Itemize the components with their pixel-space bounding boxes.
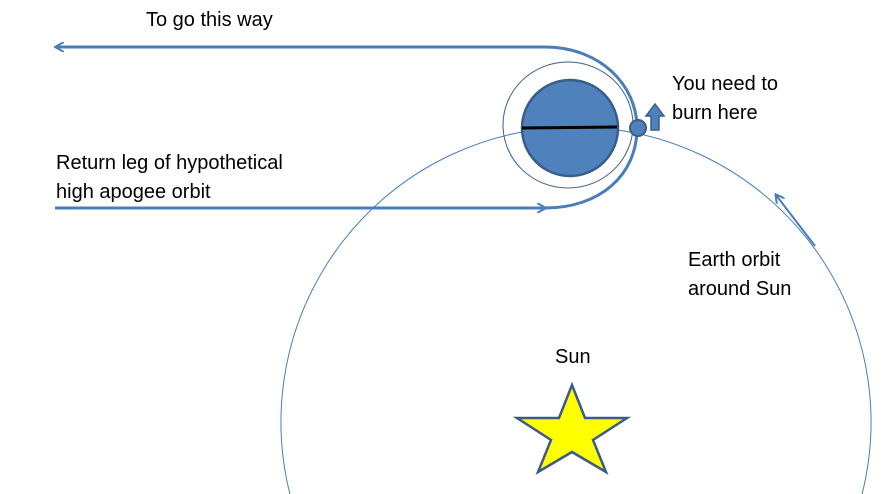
return-trajectory <box>544 127 639 210</box>
burn-label-2: burn here <box>672 102 758 124</box>
orbit-direction-arrow <box>776 195 816 247</box>
outbound-trajectory <box>544 45 639 129</box>
sun-star <box>512 381 632 475</box>
earth-equator <box>521 125 618 130</box>
spacecraft <box>629 119 647 137</box>
return-leg-label-1: Return leg of hypothetical <box>56 152 283 174</box>
burn-arrow-icon <box>644 102 666 131</box>
return-leg-label-2: high apogee orbit <box>56 181 211 203</box>
earth-orbit-label-2: around Sun <box>688 278 792 300</box>
go-this-way-label: To go this way <box>146 9 273 31</box>
burn-label-1: You need to <box>672 73 779 95</box>
sun-label: Sun <box>555 346 591 368</box>
earth-orbit-label-1: Earth orbit <box>688 249 781 271</box>
